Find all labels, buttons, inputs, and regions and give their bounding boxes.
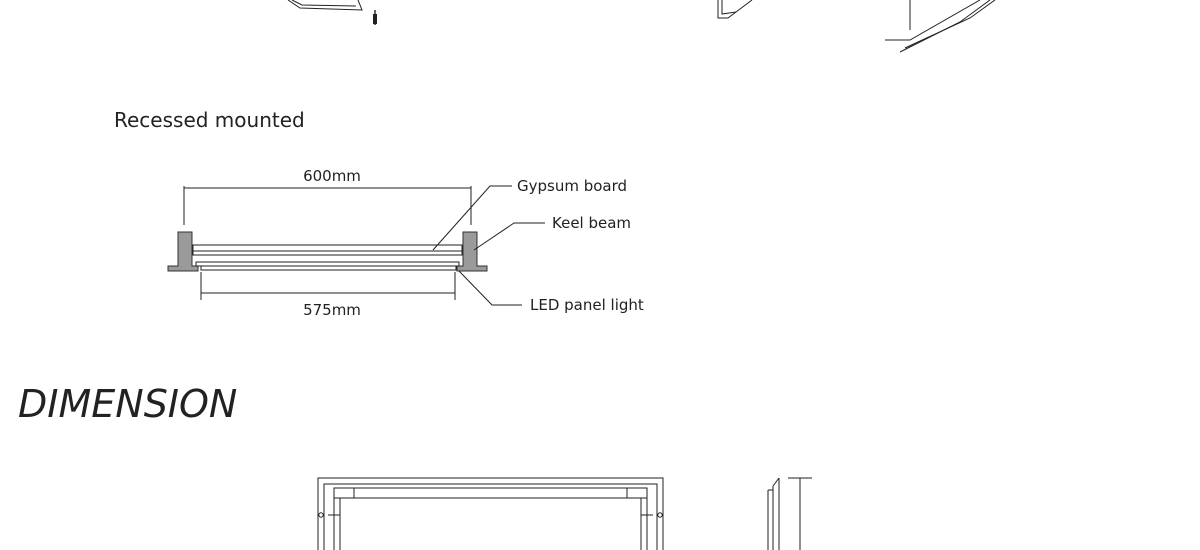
dimension-front-view — [317, 477, 664, 550]
led-panel-body — [200, 265, 457, 271]
leader-keel — [473, 222, 545, 251]
keel-beam-right — [456, 231, 488, 272]
mount-hole-right — [657, 512, 663, 518]
dim-600-label: 600mm — [303, 167, 361, 185]
callout-gypsum-board: Gypsum board — [517, 177, 627, 195]
top-left-partial-illustration — [287, 0, 377, 25]
dimension-title: DIMENSION — [18, 382, 237, 426]
leader-led — [458, 270, 522, 306]
recessed-mounted-title: Recessed mounted — [114, 108, 305, 132]
dim-575-label: 575mm — [303, 301, 361, 319]
leader-gypsum — [432, 185, 512, 251]
recessed-section-drawing: 600mm 575mm Gypsum board Keel beam LED p… — [167, 167, 644, 319]
callout-keel-beam: Keel beam — [552, 214, 631, 232]
gypsum-board — [192, 244, 463, 256]
keel-beam-left — [167, 231, 199, 272]
callout-led-panel-light: LED panel light — [530, 296, 644, 314]
mount-hole-left — [318, 512, 324, 518]
led-panel-frame — [195, 261, 460, 267]
dimension-side-view — [767, 477, 812, 550]
top-right-partial-illustration — [717, 0, 996, 53]
